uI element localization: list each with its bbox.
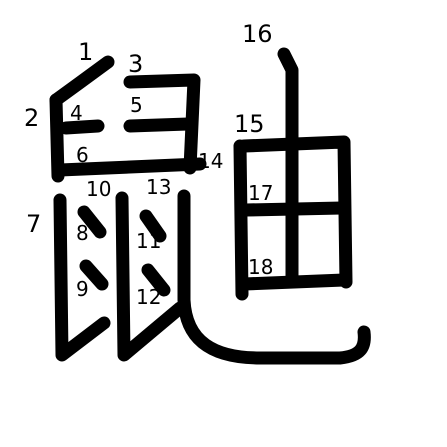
stroke-number-2: 2 [24, 104, 39, 132]
stroke-1 [49, 55, 115, 107]
stroke-number-5: 5 [130, 93, 143, 117]
stroke-7 [53, 193, 111, 362]
stroke-number-18: 18 [248, 255, 273, 279]
stroke-18 [237, 273, 351, 291]
stroke-2 [49, 93, 65, 183]
stroke-11 [139, 209, 167, 243]
stroke-6 [53, 157, 207, 177]
stroke-number-3: 3 [128, 50, 143, 78]
stroke-10 [115, 191, 187, 362]
stroke-number-4: 4 [70, 101, 83, 125]
stroke-5 [123, 117, 195, 133]
stroke-15 [237, 135, 353, 289]
stroke-number-10: 10 [86, 177, 111, 201]
stroke-number-16: 16 [242, 20, 273, 48]
stroke-14 [233, 139, 249, 301]
stroke-number-7: 7 [26, 210, 41, 238]
stroke-number-14: 14 [198, 149, 223, 173]
stroke-number-1: 1 [78, 38, 93, 66]
stroke-number-11: 11 [136, 229, 161, 253]
stroke-number-17: 17 [248, 181, 273, 205]
stroke-number-13: 13 [146, 175, 171, 199]
stroke-4 [59, 119, 105, 135]
stroke-number-9: 9 [76, 277, 89, 301]
stroke-3 [123, 73, 201, 175]
stroke-number-6: 6 [76, 143, 89, 167]
stroke-17 [239, 201, 349, 217]
stroke-16 [277, 47, 299, 285]
stroke-number-8: 8 [76, 221, 89, 245]
stroke-8 [77, 205, 107, 239]
stroke-13 [177, 189, 371, 365]
stroke-number-15: 15 [234, 110, 265, 138]
stroke-9 [79, 259, 109, 291]
stroke-12 [141, 263, 171, 297]
stroke-number-12: 12 [136, 285, 161, 309]
